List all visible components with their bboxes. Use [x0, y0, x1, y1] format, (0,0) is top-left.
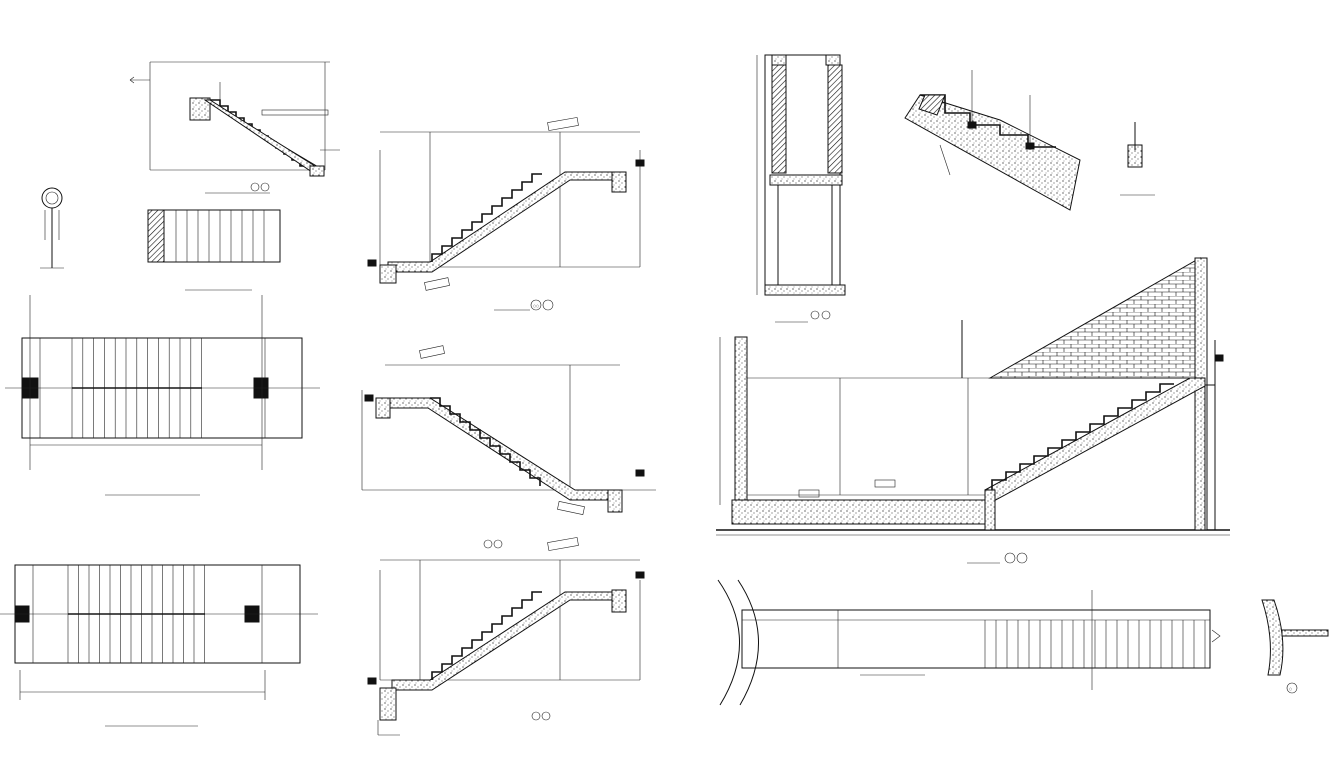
scale-marks: ○	[1289, 687, 1292, 691]
handrail-icon	[41, 187, 63, 209]
main-stair-section	[716, 257, 1230, 564]
stair-section-2	[361, 345, 656, 515]
stair-section-1: ○○	[367, 117, 645, 311]
level-marker-icon	[635, 159, 645, 167]
scale-marks: ○○	[533, 304, 539, 308]
rail-end-detail: ○	[1261, 599, 1329, 694]
stair-section-3	[367, 537, 645, 736]
small-stair-plan	[147, 209, 281, 291]
top-left-stair-section	[129, 61, 340, 194]
stair-plan-2	[0, 564, 318, 727]
post-detail	[1120, 122, 1155, 196]
handrail-detail	[40, 187, 64, 269]
curved-stair-plan	[717, 579, 1221, 706]
stringer-detail	[904, 70, 1081, 211]
stair-plan-1	[5, 295, 320, 496]
tower-section	[756, 54, 846, 323]
